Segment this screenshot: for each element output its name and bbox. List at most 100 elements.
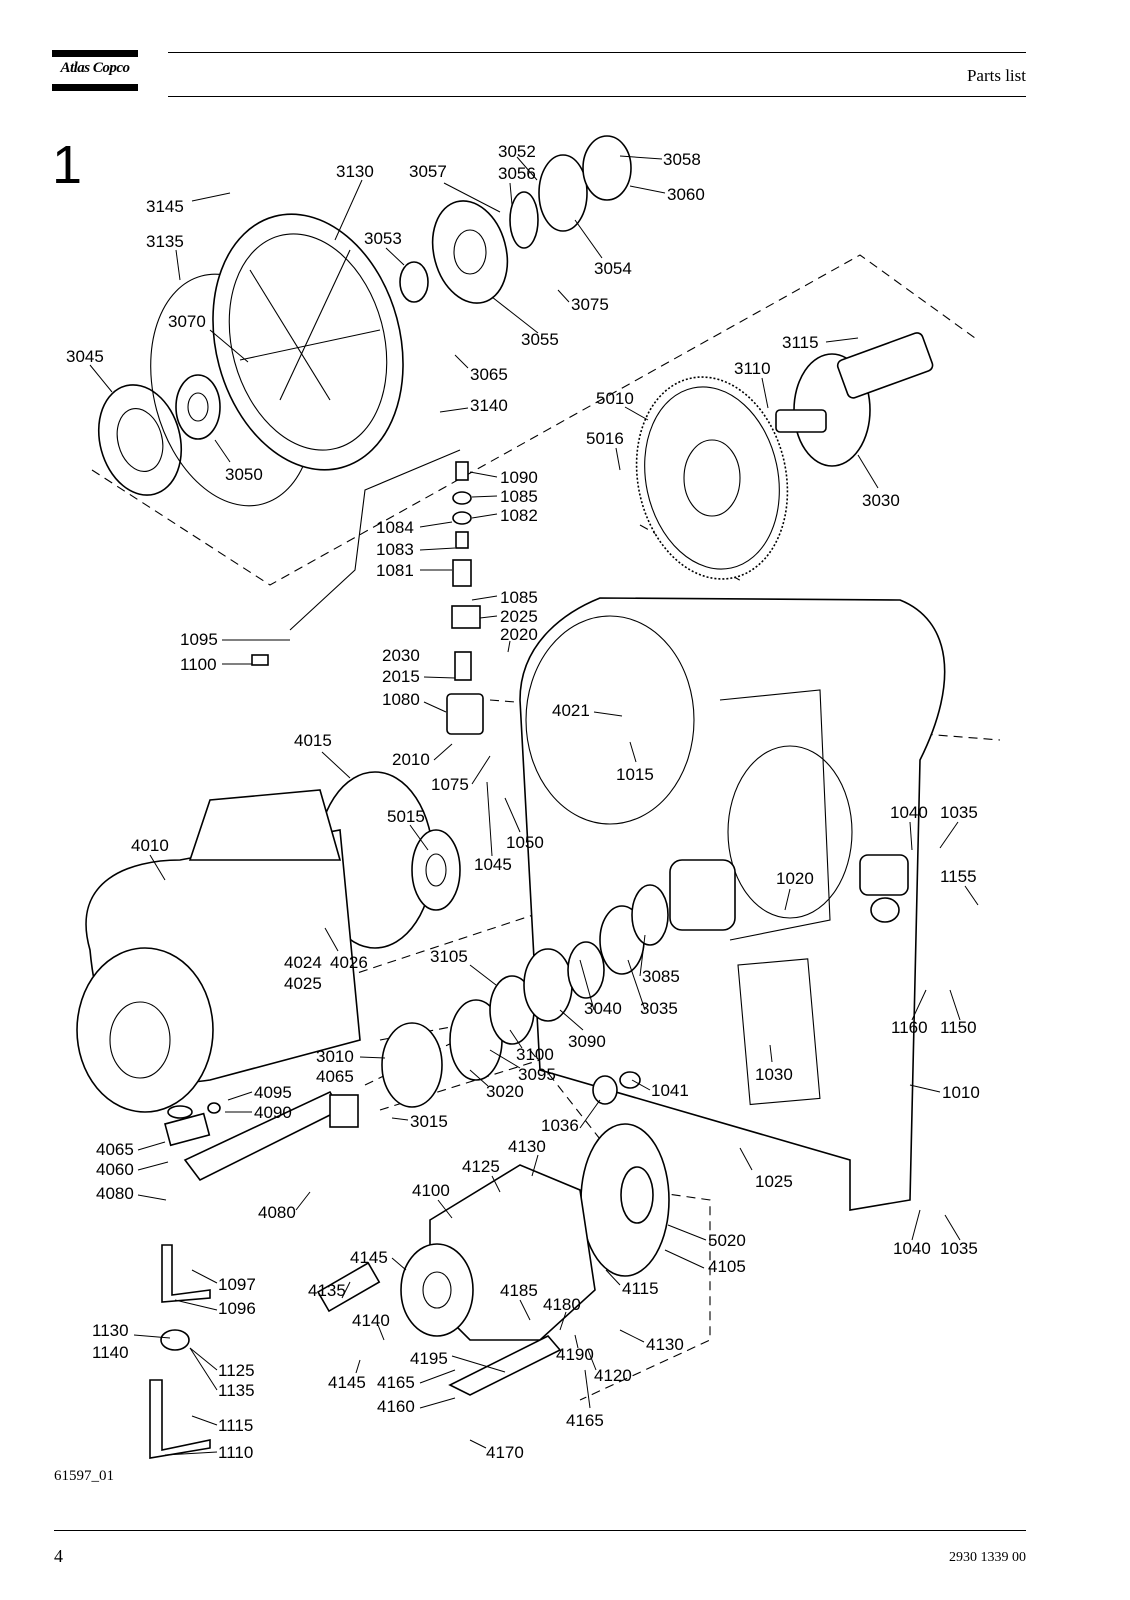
callout-label: 1020 — [776, 869, 814, 888]
callout-label: 5015 — [387, 807, 425, 826]
callout-label: 3070 — [168, 312, 206, 331]
callout-label: 5016 — [586, 429, 624, 448]
logo-bar-bottom — [52, 84, 138, 91]
footer-rule — [54, 1530, 1026, 1531]
callout-label: 4115 — [622, 1279, 659, 1298]
callout-label: 4105 — [708, 1257, 746, 1276]
callout-label: 4145 — [328, 1373, 366, 1392]
callout-label: 1150 — [940, 1018, 977, 1037]
callout-label: 4080 — [96, 1184, 134, 1203]
callout-label: 4130 — [508, 1137, 546, 1156]
callout-label: 4080 — [258, 1203, 296, 1222]
callout-label: 1100 — [180, 655, 217, 674]
document-number: 2930 1339 00 — [949, 1550, 1026, 1565]
compressor-element — [76, 771, 461, 1113]
callout-label: 4065 — [316, 1067, 354, 1086]
callout-label: 1040 — [890, 803, 928, 822]
callout-label: 1075 — [431, 775, 469, 794]
callout-label: 4180 — [543, 1295, 581, 1314]
callout-label: 3030 — [862, 491, 900, 510]
callout-label: 1010 — [942, 1083, 980, 1102]
callout-label: 2030 — [382, 646, 420, 665]
logo-bar-top — [52, 50, 138, 57]
drawing-id: 61597_01 — [54, 1468, 114, 1484]
callout-label: 3058 — [663, 150, 701, 169]
callout-label: 1090 — [500, 468, 538, 487]
callout-label: 4185 — [500, 1281, 538, 1300]
callout-label: 4065 — [96, 1140, 134, 1159]
callout-label: 1025 — [755, 1172, 793, 1191]
callout-label: 3115 — [782, 333, 819, 352]
callout-label: 1015 — [616, 765, 654, 784]
callout-label: 1085 — [500, 487, 538, 506]
callout-label: 1045 — [474, 855, 512, 874]
callout-label: 4024 — [284, 953, 322, 972]
callout-label: 1140 — [92, 1343, 129, 1362]
callout-label: 1095 — [180, 630, 218, 649]
callout-label: 4021 — [552, 701, 590, 720]
callout-label: 3045 — [66, 347, 104, 366]
callout-label: 4100 — [412, 1181, 450, 1200]
callout-label: 3140 — [470, 396, 508, 415]
callout-label: 4010 — [131, 836, 169, 855]
callout-label: 2015 — [382, 667, 420, 686]
discharge-pipe — [164, 1090, 359, 1182]
callout-label: 5020 — [708, 1231, 746, 1250]
callout-label: 4135 — [308, 1281, 346, 1300]
callout-label: 4190 — [556, 1345, 594, 1364]
callout-label: 3010 — [316, 1047, 354, 1066]
callout-label: 4170 — [486, 1443, 524, 1462]
bearing-stack — [381, 859, 736, 1108]
callout-label: 4060 — [96, 1160, 134, 1179]
bearing-housing-group — [97, 135, 632, 507]
callout-label: 1082 — [500, 506, 538, 525]
callout-label: 1035 — [940, 803, 978, 822]
callout-label: 4025 — [284, 974, 322, 993]
callout-label: 3095 — [518, 1065, 556, 1084]
callout-label: 3035 — [640, 999, 678, 1018]
callout-label: 1155 — [940, 867, 977, 886]
callout-label: 2010 — [392, 750, 430, 769]
callout-label: 4125 — [462, 1157, 500, 1176]
page-number: 4 — [54, 1546, 63, 1566]
callout-label: 1130 — [92, 1321, 129, 1340]
callout-label: 4015 — [294, 731, 332, 750]
oil-pump-assembly — [316, 1123, 670, 1396]
callout-label: 3075 — [571, 295, 609, 314]
callout-label: 3015 — [410, 1112, 448, 1131]
callout-label: 3053 — [364, 229, 402, 248]
callout-label: 3130 — [336, 162, 374, 181]
callout-label: 3090 — [568, 1032, 606, 1051]
callout-labels: 3145 3130 3057 3052 3056 3058 3060 3135 … — [66, 142, 980, 1462]
callout-label: 4120 — [594, 1366, 632, 1385]
header-rule-top — [168, 52, 1026, 53]
callout-label: 3054 — [594, 259, 632, 278]
callout-label: 3057 — [409, 162, 447, 181]
callout-label: 1085 — [500, 588, 538, 607]
callout-label: 2025 — [500, 607, 538, 626]
callout-label: 1096 — [218, 1299, 256, 1318]
callout-label: 4140 — [352, 1311, 390, 1330]
callout-label: 3060 — [667, 185, 705, 204]
callout-label: 1040 — [893, 1239, 931, 1258]
callout-label: 1160 — [891, 1018, 928, 1037]
gear-wheel-group — [635, 332, 934, 580]
callout-label: 4195 — [410, 1349, 448, 1368]
chapter-number: 1 — [52, 135, 83, 195]
atlas-copco-logo: Atlas Copco — [52, 50, 138, 94]
callout-label: 1041 — [651, 1081, 689, 1100]
section-title: Parts list — [966, 66, 1026, 85]
callout-label: 4165 — [566, 1411, 604, 1430]
callout-label: 4160 — [377, 1397, 415, 1416]
callout-label: 4095 — [254, 1083, 292, 1102]
callout-label: 1036 — [541, 1116, 579, 1135]
callout-label: 3055 — [521, 330, 559, 349]
header-rule-bottom — [168, 96, 1026, 97]
callout-label: 1035 — [940, 1239, 978, 1258]
oil-pipe-group — [251, 449, 484, 735]
callout-label: 1084 — [376, 518, 414, 537]
callout-label: 3052 — [498, 142, 536, 161]
callout-label: 1081 — [376, 561, 414, 580]
callout-label: 4090 — [254, 1103, 292, 1122]
